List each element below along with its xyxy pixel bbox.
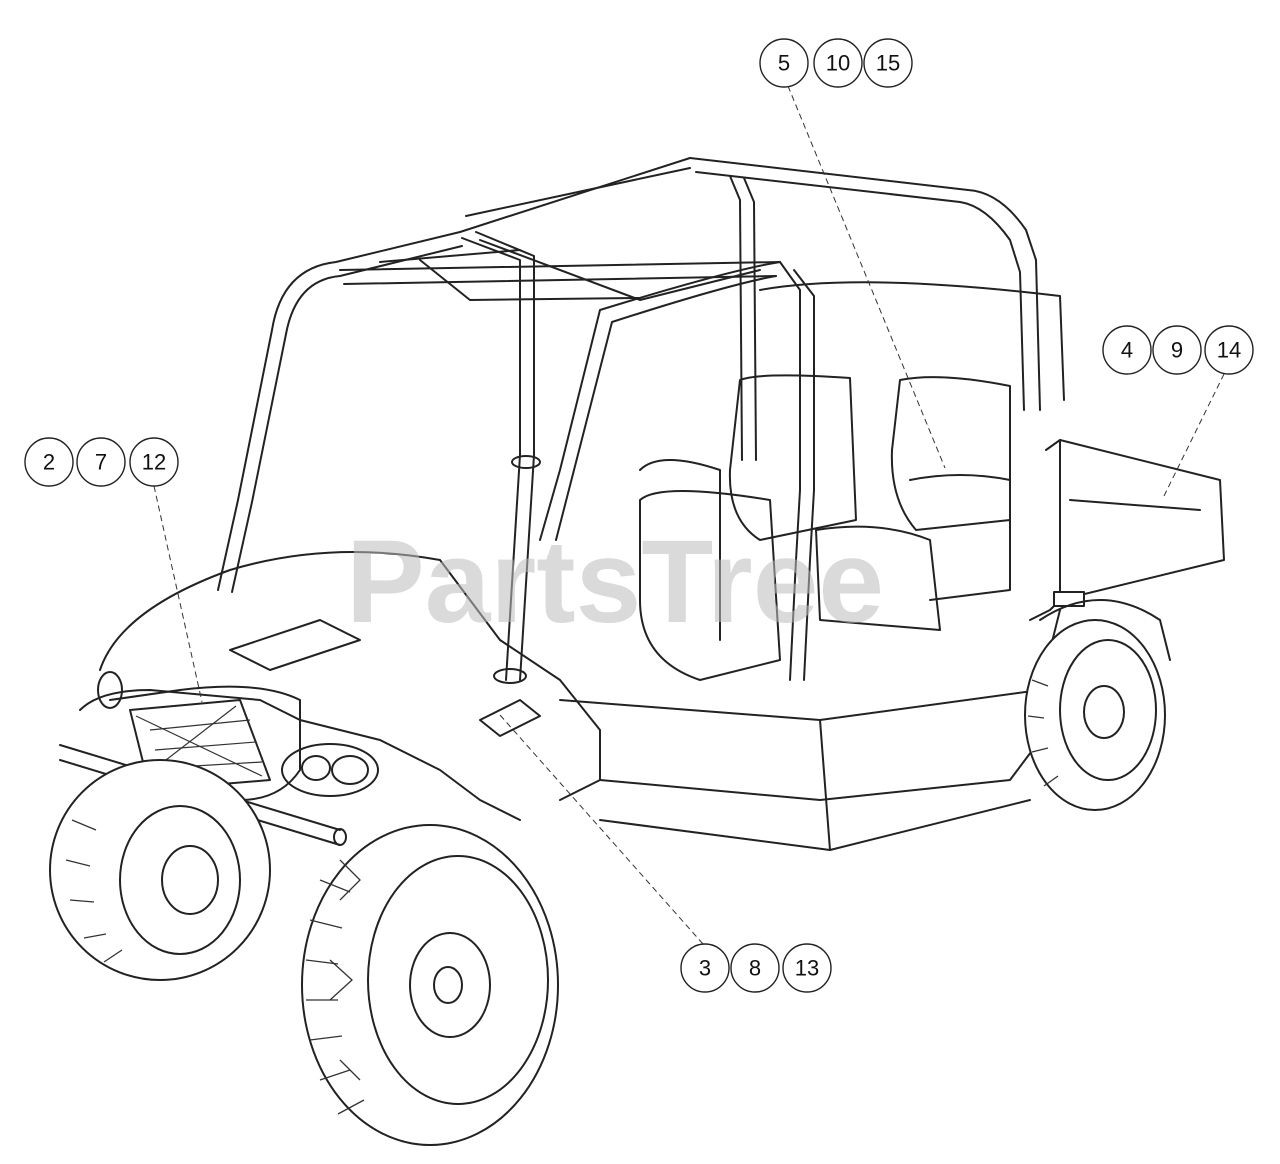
- callout-bubble: [863, 38, 913, 88]
- seats: [639, 281, 1065, 681]
- leader-line-group-top: [787, 85, 946, 469]
- callout-label: 7: [95, 450, 107, 475]
- leader-line-group-bottom: [499, 714, 704, 945]
- callout-label: 12: [142, 450, 166, 475]
- callout-bubble: [782, 943, 832, 993]
- callout-bubble: [1152, 325, 1202, 375]
- callout-bubble: [24, 437, 74, 487]
- callout-bubble: [813, 38, 863, 88]
- callout-group-bottom: 3 8 13: [680, 943, 832, 993]
- callout-label: 3: [699, 956, 711, 981]
- watermark-text: PartsTree: [346, 516, 884, 648]
- callout-group-left: 2 7 12: [24, 437, 179, 487]
- callout-bubble: [1204, 325, 1254, 375]
- 4x4-decal: [479, 699, 541, 737]
- callout-label: 2: [43, 450, 55, 475]
- leader-line-group-left: [153, 485, 203, 703]
- callout-bubble: [759, 38, 809, 88]
- callout-label: 4: [1121, 338, 1133, 363]
- callout-label: 14: [1217, 338, 1241, 363]
- callout-label: 15: [876, 51, 900, 76]
- callout-label: 8: [749, 956, 761, 981]
- callout-label: 13: [795, 956, 819, 981]
- callout-bubble: [730, 943, 780, 993]
- callout-bubble: [129, 437, 179, 487]
- callout-group-top: 5 10 15: [759, 38, 913, 88]
- callout-label: 9: [1171, 338, 1183, 363]
- callout-label: 10: [826, 51, 850, 76]
- callout-bubble: [76, 437, 126, 487]
- leader-line-group-right: [1162, 373, 1225, 499]
- callout-bubble: [680, 943, 730, 993]
- wheels: [49, 619, 1166, 1146]
- callout-bubble: [1102, 325, 1152, 375]
- roll-cage: [217, 157, 1041, 684]
- callout-label: 5: [778, 51, 790, 76]
- callout-group-right: 4 9 14: [1102, 325, 1254, 375]
- leader-lines: [153, 85, 1225, 945]
- cargo-bed: [1029, 439, 1225, 621]
